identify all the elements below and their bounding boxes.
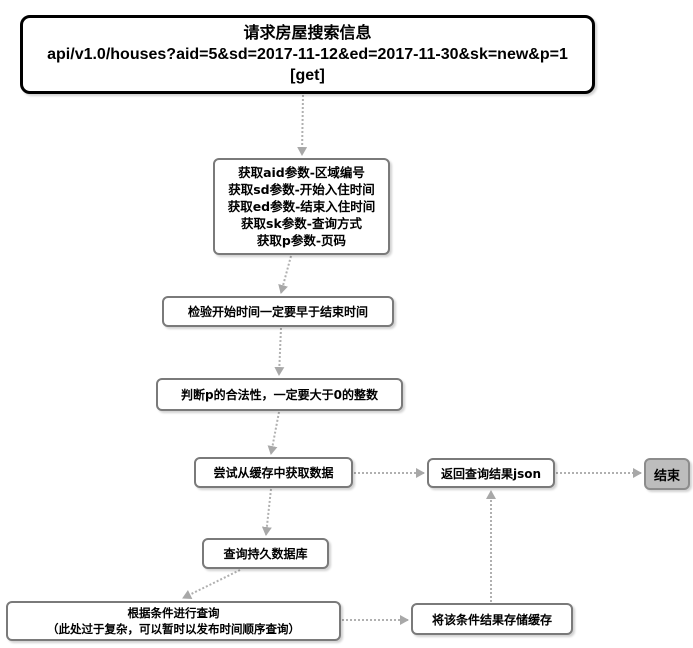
request-node: 请求房屋搜索信息 api/v1.0/houses?aid=5&sd=2017-1… — [20, 15, 595, 94]
cache-lookup-node: 尝试从缓存中获取数据 — [194, 457, 353, 488]
param-ed: 获取ed参数-结束入住时间 — [227, 199, 376, 214]
end-node: 结束 — [644, 458, 690, 490]
return-json-node: 返回查询结果json — [427, 458, 555, 488]
request-url: api/v1.0/houses?aid=5&sd=2017-11-12&ed=2… — [47, 46, 568, 63]
edge-cache-to-db — [261, 488, 272, 536]
conditional-query-label: 根据条件进行查询 — [127, 606, 220, 620]
param-sd: 获取sd参数-开始入住时间 — [228, 182, 375, 197]
param-sk: 获取sk参数-查询方式 — [241, 216, 362, 231]
param-aid: 获取aid参数-区域编号 — [238, 165, 365, 180]
get-params-node: 获取aid参数-区域编号 获取sd参数-开始入住时间 获取ed参数-结束入住时间… — [213, 158, 390, 255]
check-time-node: 检验开始时间一定要早于结束时间 — [162, 296, 394, 327]
save-cache-label: 将该条件结果存储缓存 — [431, 612, 552, 627]
check-time-label: 检验开始时间一定要早于结束时间 — [187, 305, 368, 319]
cache-lookup-label: 尝试从缓存中获取数据 — [213, 466, 334, 480]
db-query-label: 查询持久数据库 — [223, 547, 308, 561]
edge-request-to-params — [297, 94, 308, 156]
edge-check-p-to-cache — [267, 411, 280, 455]
db-query-node: 查询持久数据库 — [202, 538, 329, 569]
edge-check-time-to-check-p — [274, 327, 285, 376]
save-cache-node: 将该条件结果存储缓存 — [411, 603, 573, 635]
conditional-query-node: 根据条件进行查询 （此处过于复杂，可以暂时以发布时间顺序查询） — [6, 601, 341, 641]
check-p-node: 判断p的合法性，一定要大于0的整数 — [156, 378, 403, 411]
edge-params-to-check-time — [278, 255, 292, 294]
check-p-label: 判断p的合法性，一定要大于0的整数 — [181, 388, 378, 402]
request-method: [get] — [290, 67, 325, 84]
return-json-label: 返回查询结果json — [440, 466, 542, 481]
request-title: 请求房屋搜索信息 — [243, 25, 372, 42]
conditional-query-note: （此处过于复杂，可以暂时以发布时间顺序查询） — [47, 622, 300, 636]
param-p: 获取p参数-页码 — [256, 233, 347, 248]
edge-db-to-query — [182, 569, 241, 599]
end-label: 结束 — [653, 468, 680, 484]
